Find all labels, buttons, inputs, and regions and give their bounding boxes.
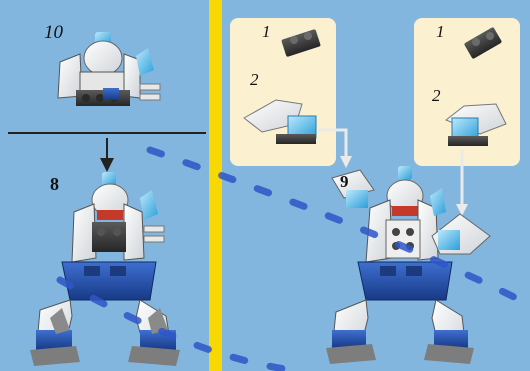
step-number-bottom-left: 8 [50,174,59,195]
step-number-top-left: 10 [44,22,63,44]
callout-right-substep-1: 1 [436,22,445,42]
callout-left-substep-1: 1 [262,22,271,42]
callout-left-substep-2: 2 [250,70,259,90]
step-number-right-main: 9 [340,172,349,192]
callout-right-substep-2: 2 [432,86,441,106]
